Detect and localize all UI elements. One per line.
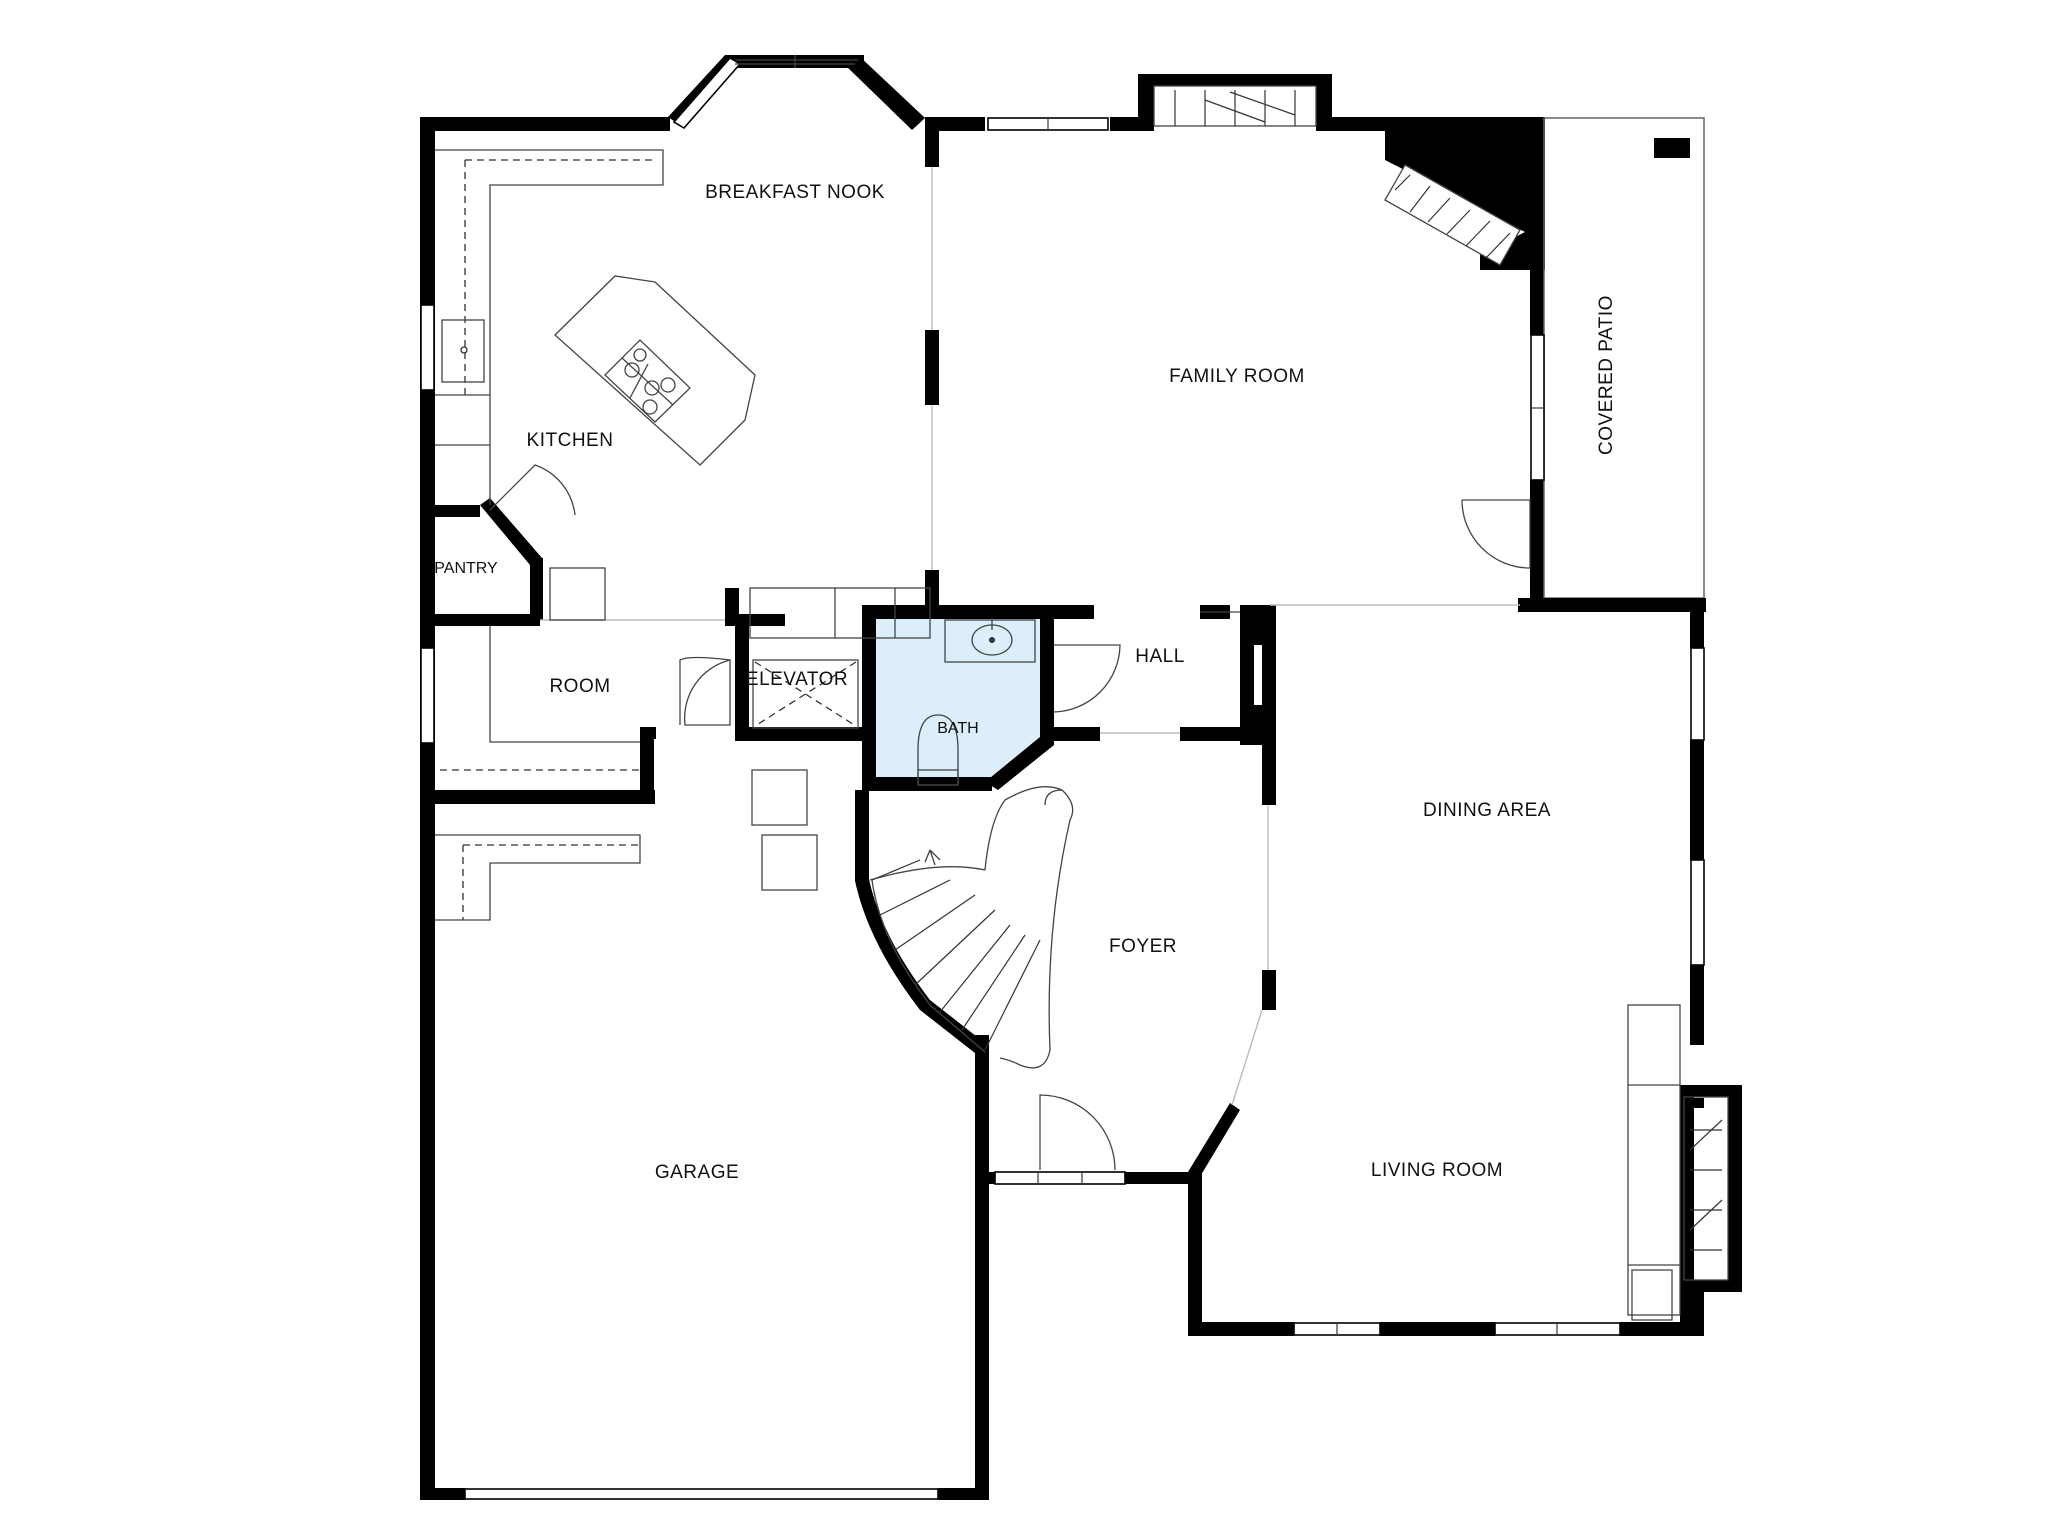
label-foyer: FOYER [1109,936,1177,957]
label-covered-patio: COVERED PATIO [1596,295,1617,455]
label-dining-area: DINING AREA [1423,800,1551,821]
walls [420,55,1742,1500]
garage-fixtures [435,769,818,921]
label-elevator: ELEVATOR [746,669,848,690]
label-bath: BATH [937,720,978,737]
living-fixtures [1627,1004,1729,1321]
room-fixtures [440,626,731,771]
family-fixtures [1153,85,1531,569]
hall-door-swing [1053,644,1121,713]
label-living-room: LIVING ROOM [1371,1160,1503,1181]
kitchen-counters [435,149,931,639]
room-labels: BREAKFAST NOOK FAMILY ROOM COVERED PATIO… [434,182,1617,1183]
label-breakfast-nook: BREAKFAST NOOK [705,182,885,203]
label-garage: GARAGE [655,1162,739,1183]
label-pantry: PANTRY [434,560,498,577]
bath-fill [864,614,1040,790]
label-hall: HALL [1135,646,1185,667]
label-family-room: FAMILY ROOM [1169,366,1305,387]
windows [420,55,1705,1500]
elevator-shaft [752,659,859,729]
cooktop [604,339,691,423]
label-room: ROOM [549,676,610,697]
label-kitchen: KITCHEN [527,430,614,451]
staircase [869,786,1074,1069]
entry-door-swing [1039,1094,1116,1171]
openings [540,167,1520,1106]
bath-fixtures [917,618,1036,786]
